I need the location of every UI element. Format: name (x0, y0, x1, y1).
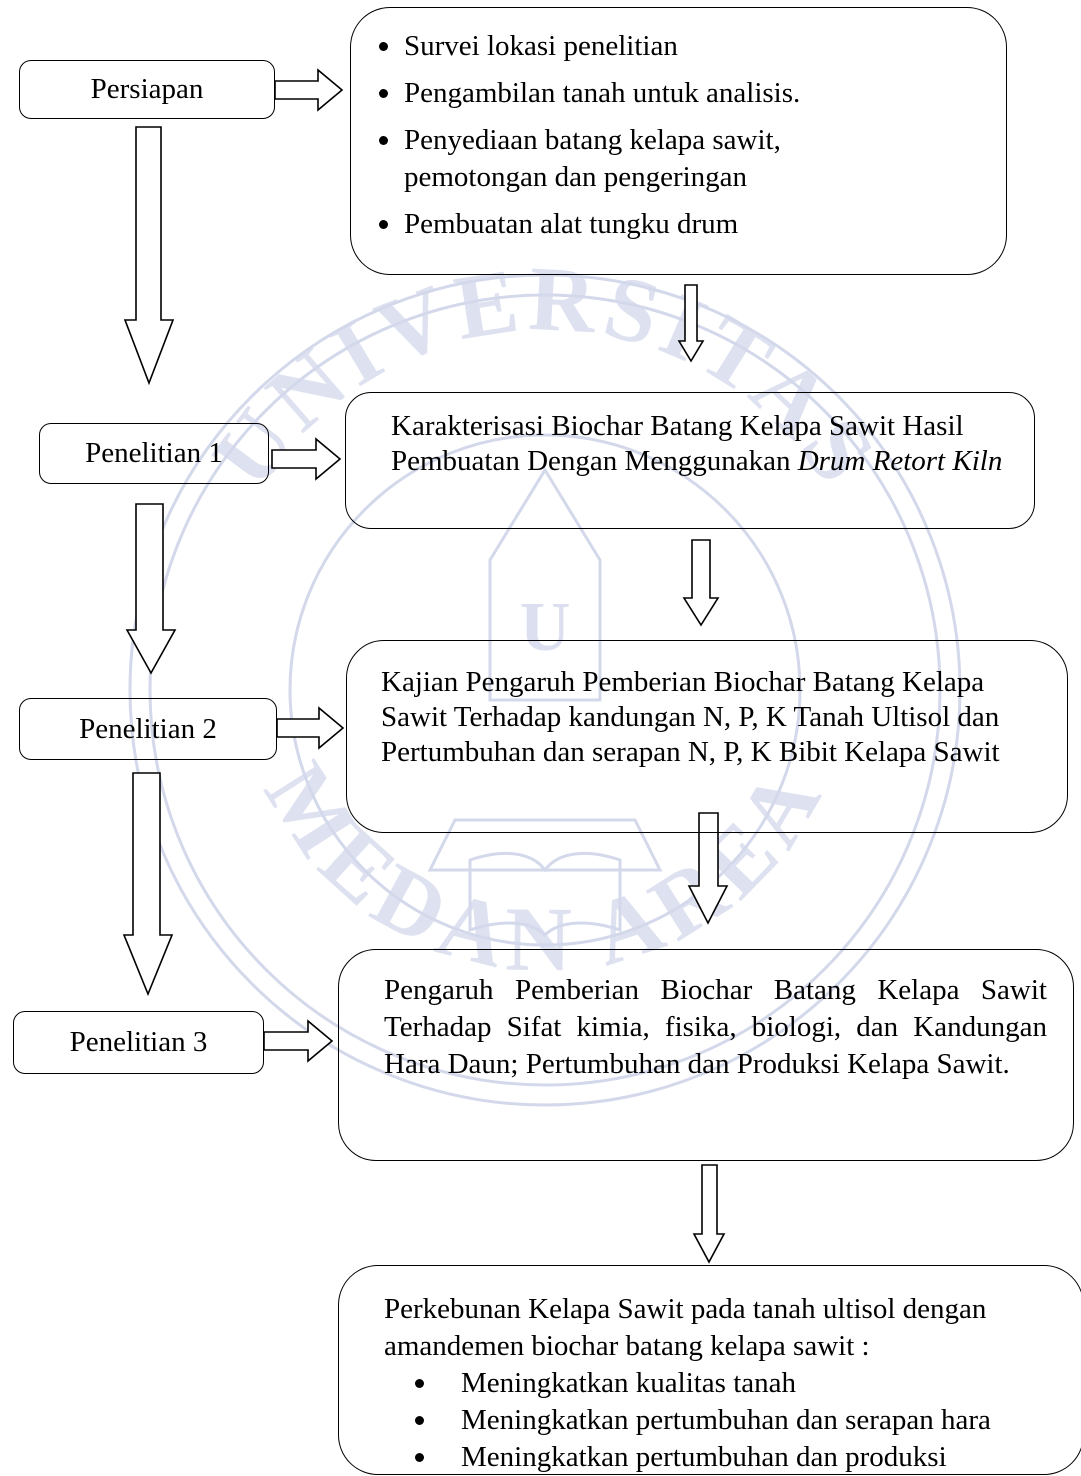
penelitian-1-italic-text: Drum Retort Kiln (797, 445, 1003, 477)
persiapan-activities-box: Survei lokasi penelitian Pengambilan tan… (350, 7, 1007, 275)
down-arrow-p1-to-p2 (125, 503, 177, 675)
svg-text:U: U (520, 589, 571, 666)
list-item: Meningkatkan pertumbuhan dan serapan har… (384, 1402, 1073, 1439)
penelitian-3-text: Pengaruh Pemberian Biochar Batang Kelapa… (384, 974, 1047, 1080)
right-arrow-p1 (271, 437, 342, 481)
down-arrow-box3 (687, 812, 729, 925)
stage-penelitian-1: Penelitian 1 (39, 423, 269, 484)
penelitian-2-text: Kajian Pengaruh Pemberian Biochar Batang… (381, 666, 1000, 768)
stage-penelitian-3: Penelitian 3 (13, 1011, 264, 1074)
down-arrow-box2 (682, 539, 720, 627)
penelitian-1-box: Karakterisasi Biochar Batang Kelapa Sawi… (345, 392, 1035, 529)
list-item: Meningkatkan pertumbuhan dan produksi (384, 1439, 1073, 1476)
down-arrow-p2-to-p3 (122, 772, 174, 997)
stage-persiapan-label: Persiapan (90, 73, 204, 105)
list-item: Meningkatkan kualitas tanah (384, 1365, 1073, 1402)
right-arrow-p2 (276, 706, 345, 750)
final-outcome-list: Meningkatkan kualitas tanah Meningkatkan… (384, 1365, 1073, 1476)
list-item: Penyediaan batang kelapa sawit, pemotong… (377, 122, 844, 196)
right-arrow-persiapan (274, 68, 344, 112)
stage-penelitian-2: Penelitian 2 (19, 698, 277, 760)
persiapan-activities-list: Survei lokasi penelitian Pengambilan tan… (377, 28, 982, 243)
list-item: Survei lokasi penelitian (377, 28, 982, 65)
right-arrow-p3 (263, 1019, 334, 1063)
penelitian-1-text: Karakterisasi Biochar Batang Kelapa Sawi… (391, 410, 964, 477)
list-item: Pengambilan tanah untuk analisis. (377, 75, 982, 112)
down-arrow-box4 (692, 1164, 726, 1264)
final-outcome-box: Perkebunan Kelapa Sawit pada tanah ultis… (338, 1265, 1081, 1475)
down-arrow-box1 (677, 284, 705, 363)
stage-penelitian-2-label: Penelitian 2 (79, 712, 217, 745)
down-arrow-persiapan-to-p1 (123, 126, 175, 386)
stage-penelitian-3-label: Penelitian 3 (69, 1026, 208, 1058)
final-outcome-intro: Perkebunan Kelapa Sawit pada tanah ultis… (384, 1293, 987, 1362)
penelitian-3-box: Pengaruh Pemberian Biochar Batang Kelapa… (338, 949, 1074, 1161)
stage-persiapan: Persiapan (19, 60, 275, 119)
penelitian-2-box: Kajian Pengaruh Pemberian Biochar Batang… (346, 640, 1068, 833)
list-item: Pembuatan alat tungku drum (377, 206, 982, 243)
stage-penelitian-1-label: Penelitian 1 (85, 437, 223, 469)
